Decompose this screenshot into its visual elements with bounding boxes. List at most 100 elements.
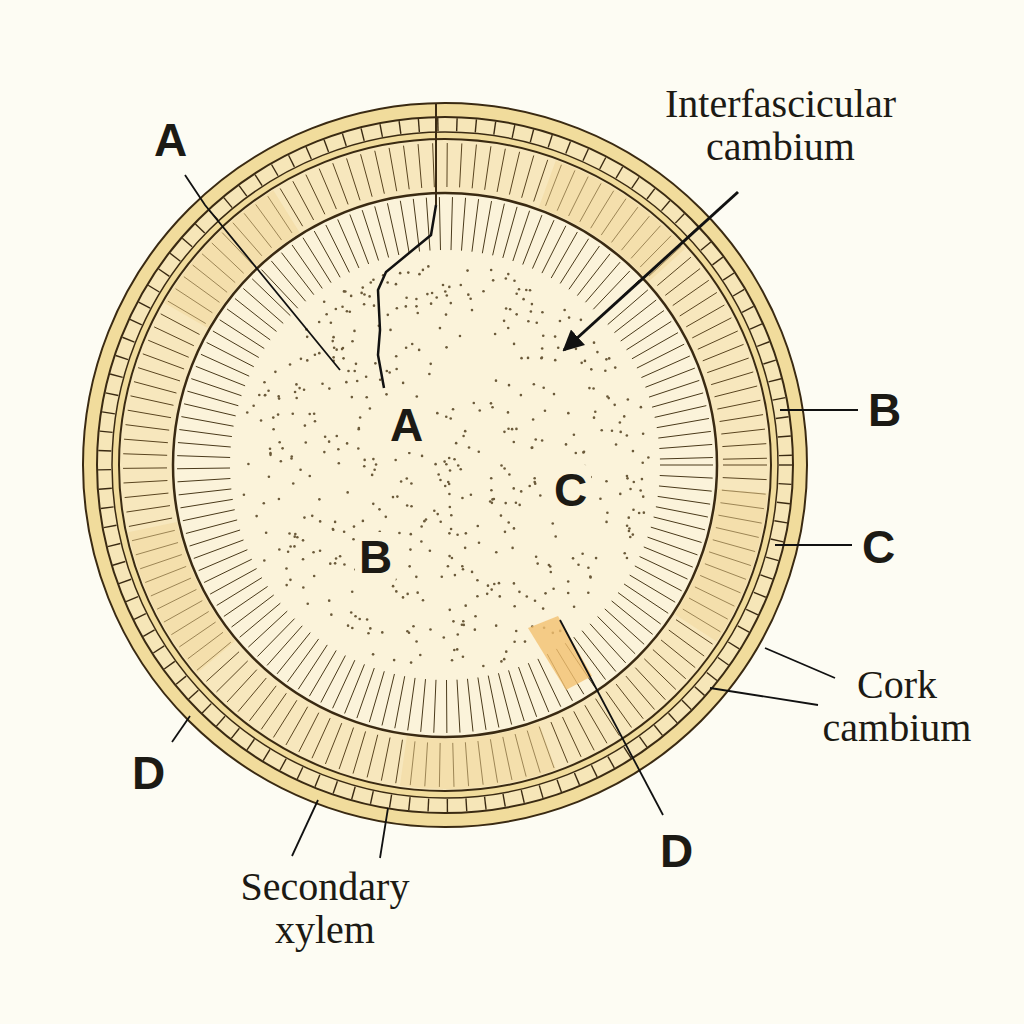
pith-dot	[626, 557, 629, 560]
ray-line	[106, 393, 119, 396]
pith-dot	[363, 293, 366, 296]
pith-dot	[448, 609, 451, 612]
ray-line	[778, 436, 791, 437]
pith-dot	[629, 536, 632, 539]
ray-line	[178, 443, 231, 447]
pith-dot	[292, 482, 295, 485]
pith-dot	[544, 410, 547, 413]
ray-line	[248, 611, 287, 647]
pith-dot	[263, 381, 266, 384]
ray-line	[418, 119, 420, 132]
pith-dot	[350, 611, 353, 614]
ray-line	[352, 787, 355, 800]
ray-line	[182, 238, 192, 246]
pith-dot	[359, 416, 362, 419]
pith-dot	[410, 533, 413, 536]
ray-line	[238, 678, 266, 712]
pith-dot	[351, 340, 354, 343]
pith-dot	[608, 357, 611, 360]
ray-line	[131, 396, 174, 405]
pith-dot	[593, 416, 596, 419]
ray-line	[562, 717, 581, 757]
pith-dot	[400, 480, 403, 483]
ray-line	[659, 486, 712, 491]
ray-line	[493, 204, 505, 256]
pith-dot	[575, 348, 578, 351]
pith-dot	[393, 659, 396, 662]
ray-line	[100, 431, 113, 432]
leader-line	[775, 544, 852, 546]
ray-line	[624, 584, 668, 613]
pith-dot	[408, 452, 411, 455]
pith-dot	[436, 412, 439, 415]
leader-lines	[172, 175, 858, 858]
ray-line	[390, 795, 392, 808]
pith-dot	[372, 653, 375, 656]
pith-dot	[405, 296, 408, 299]
pith-dot	[554, 535, 557, 538]
pith-dot	[513, 343, 516, 346]
pith-dot	[459, 468, 462, 471]
ray-line	[347, 158, 360, 200]
ray-line	[715, 386, 758, 397]
pith-dot	[448, 532, 451, 535]
pith-dot	[293, 545, 296, 548]
cork-inner	[112, 132, 778, 798]
ray-line	[512, 125, 515, 138]
ray-line	[306, 147, 311, 159]
ray-line	[523, 215, 542, 264]
pith-dot	[338, 462, 341, 465]
pith-dot	[532, 418, 535, 421]
ray-line	[632, 177, 639, 188]
ray-line	[102, 412, 115, 414]
ray-line	[654, 725, 662, 735]
pith-dot	[472, 402, 475, 405]
pith-dot	[332, 356, 335, 359]
pith-dot	[450, 514, 453, 517]
pith-dot	[386, 370, 389, 373]
ray-line	[583, 149, 588, 161]
ray-line	[608, 290, 648, 325]
ray-line	[728, 642, 739, 649]
pith-dot	[353, 370, 356, 373]
pith-dot	[318, 498, 321, 501]
pith-dot	[386, 281, 389, 284]
pith-dot	[365, 396, 368, 399]
ray-line	[766, 557, 778, 561]
pith-dot	[474, 628, 477, 631]
pith-dot	[374, 362, 377, 365]
pith-dot	[371, 474, 374, 477]
pith-dot	[449, 469, 452, 472]
pith-dot	[267, 389, 270, 392]
pith-dot	[513, 582, 516, 585]
pith-dot	[430, 302, 433, 305]
ray-line	[652, 393, 703, 407]
pith-dot	[277, 395, 280, 398]
ray-line	[122, 337, 134, 342]
ray-line	[434, 680, 436, 733]
pith-dot	[539, 494, 542, 497]
ray-line	[720, 415, 763, 422]
ray-line	[723, 478, 767, 480]
pith-dot	[508, 384, 511, 387]
pith-dot	[289, 579, 292, 582]
pith-dot	[443, 460, 446, 463]
pith-dot	[334, 521, 337, 524]
pith-dot	[573, 605, 576, 608]
ray-line	[426, 198, 430, 251]
pith-dot	[647, 456, 650, 459]
leader-line	[560, 620, 663, 815]
ray-line	[659, 444, 712, 448]
pith-dot	[363, 465, 366, 468]
ray-line	[723, 458, 767, 460]
ray-line	[771, 539, 784, 542]
ray-line	[421, 679, 426, 732]
pith-dot	[358, 618, 361, 621]
ray-line	[503, 207, 517, 258]
ray-line	[273, 700, 296, 737]
ray-line	[551, 722, 568, 763]
pith-dot	[522, 298, 525, 301]
ray-line	[183, 510, 235, 521]
pith-dot	[263, 559, 266, 562]
ray-line	[370, 791, 373, 804]
